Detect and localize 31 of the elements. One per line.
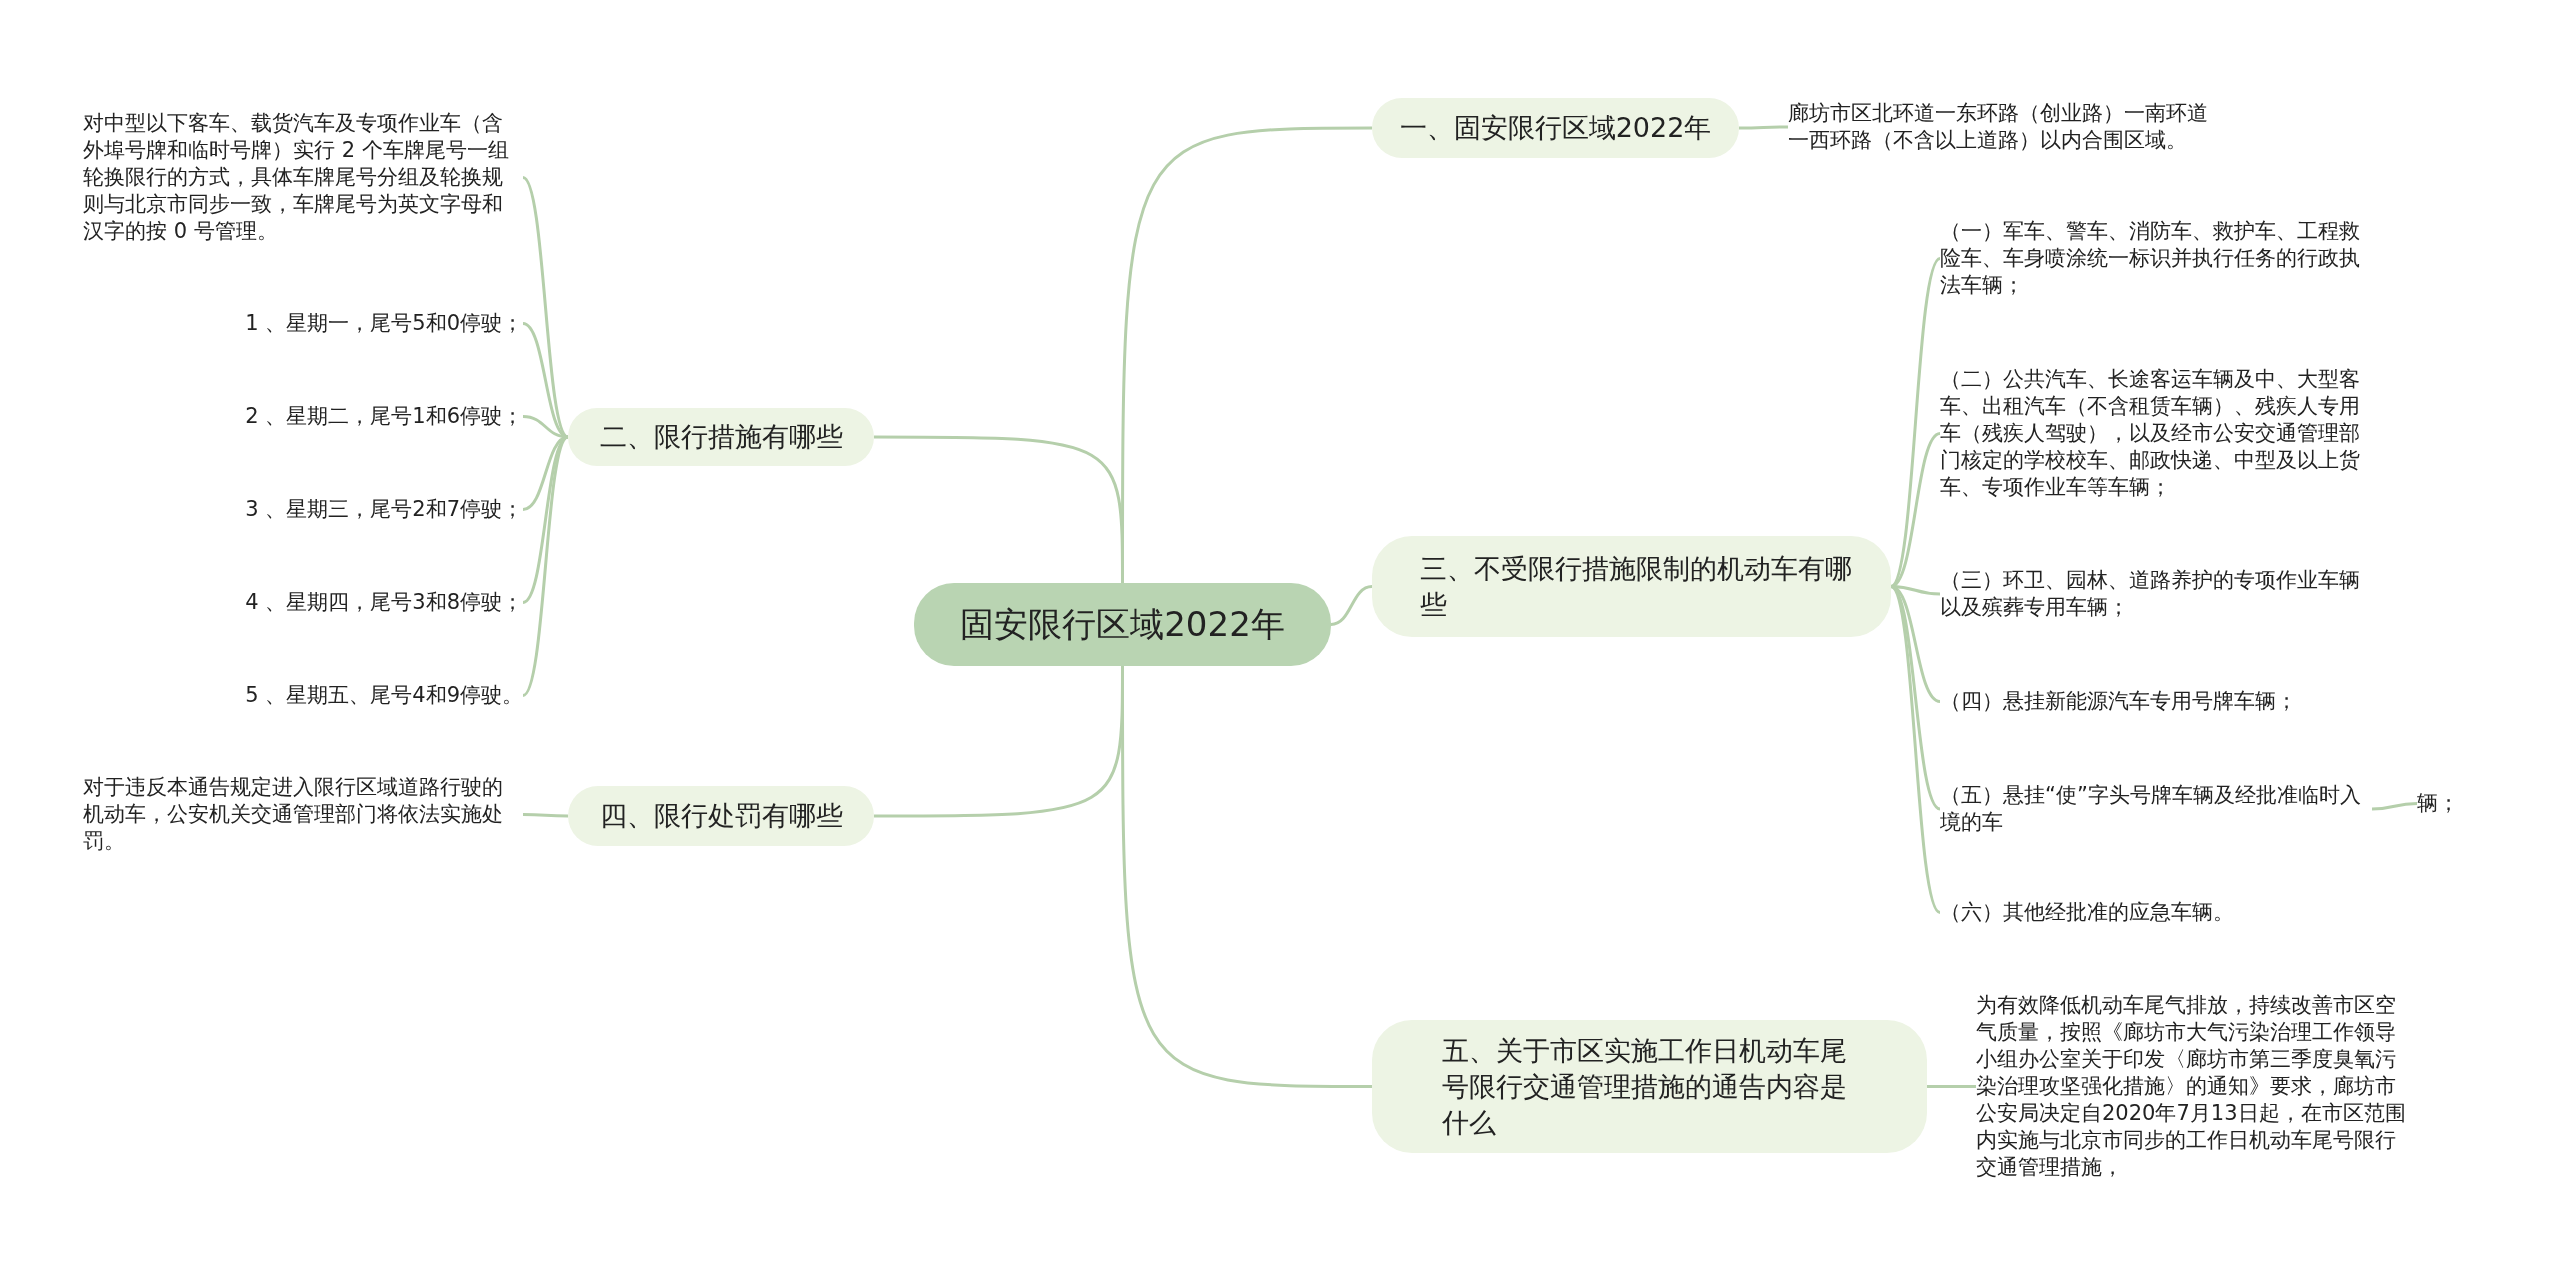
connector-line [1890,585,1941,811]
connector-line [1739,125,1788,130]
central-topic-box: 固安限行区域2022年 [914,583,1331,666]
connector-line [1889,585,1942,914]
text-note: 5 、星期五、尾号4和9停驶。 [245,682,523,709]
text-note: （六）其他经批准的应急车辆。 [1940,899,2372,926]
connector-line [2371,802,2418,811]
text-note: 4 、星期四，尾号3和8停驶； [245,589,523,616]
topic-box: 二、限行措施有哪些 [568,408,874,466]
text-note: 1 、星期一，尾号5和0停驶； [245,310,523,337]
connector-line [1330,585,1373,626]
text-note: （四）悬挂新能源汽车专用号牌车辆； [1940,688,2372,715]
text-note: （二）公共汽车、长途客运车辆及中、大型客车、出租汽车（不含租赁车辆）、残疾人专用车（残疾人驾驶），以及经市公安交通管理部门核定的学校校车、邮政快递、中型及以上货车、专项作业车等车辆； [1940,366,2372,501]
text-note: （一）军车、警车、消防车、救护车、工程救险车、车身喷涂统一标识并执行任务的行政执法车辆； [1940,218,2372,299]
text-note: （三）环卫、园林、道路养护的专项作业车辆以及殡葬专用车辆； [1940,567,2372,621]
connector-line [523,813,568,818]
connector-line [1927,1085,1976,1088]
text-note: 2 、星期二，尾号1和6停驶； [245,403,523,430]
text-note: 廊坊市区北环道一东环路（创业路）一南环道一西环路（不含以上道路）以内合围区域。 [1788,100,2228,154]
topic-box: 一、固安限行区域2022年 [1372,98,1739,158]
text-note: 辆； [2417,790,2459,817]
topic-box: 五、关于市区实施工作日机动车尾号限行交通管理措施的通告内容是什么 [1372,1020,1927,1153]
text-note: （五）悬挂“使”字头号牌车辆及经批准临时入境的车 [1940,782,2372,836]
topic-box: 四、限行处罚有哪些 [568,786,874,846]
text-note: 为有效降低机动车尾气排放，持续改善市区空气质量，按照《廊坊市大气污染治理工作领导小组办公室关于印发〈廊坊市第三季度臭氧污染治理攻坚强化措施〉的通知》要求，廊坊市公安局决定自2020年7月13日起，在市区范围内实施与北京市同步的工作日机动车尾号限行交通管理措施， [1976,992,2408,1181]
connector-line [1889,257,1942,588]
text-note: 对中型以下客车、载货汽车及专项作业车（含外埠号牌和临时号牌）实行 2 个车牌尾号一组轮换限行的方式，具体车牌尾号分组及轮换规则与北京市同步一致，车牌尾号为英文字母和汉字的按 0 号管理。 [83,110,523,245]
text-note: 3 、星期三，尾号2和7停驶； [245,496,523,523]
connector-line [874,435,1124,583]
topic-box: 三、不受限行措施限制的机动车有哪些 [1372,536,1891,637]
text-note: 对于违反本通告规定进入限行区域道路行驶的机动车，公安机关交通管理部门将依法实施处罚。 [83,774,523,855]
